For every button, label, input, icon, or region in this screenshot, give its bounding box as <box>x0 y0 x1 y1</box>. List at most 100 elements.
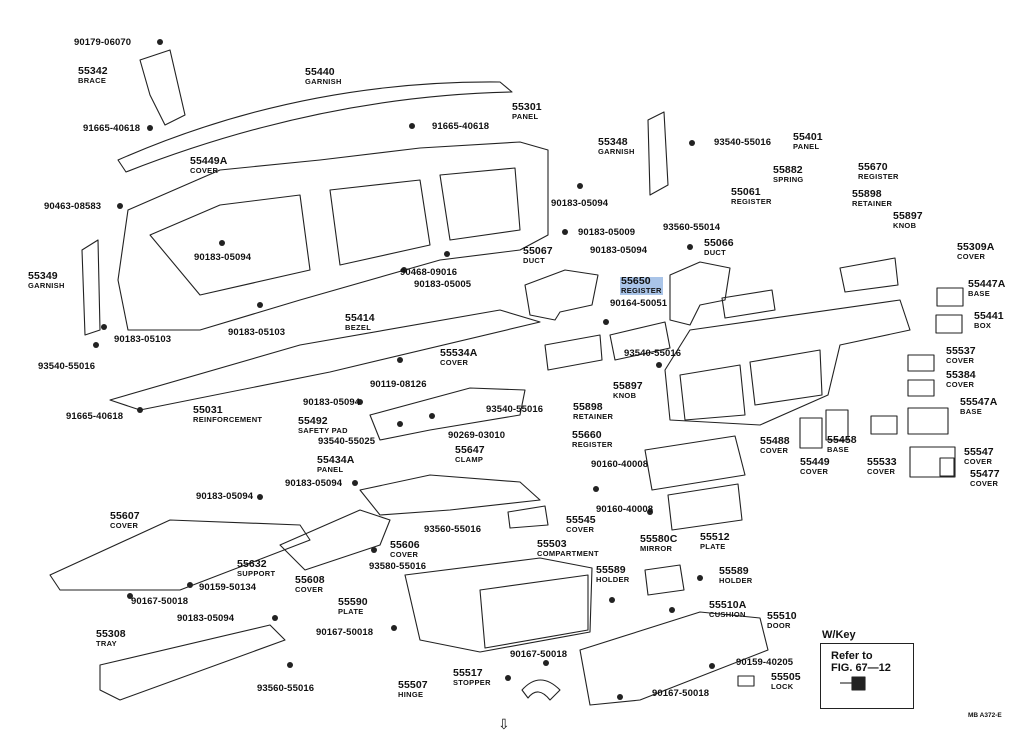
part-name: KNOB <box>613 391 637 400</box>
part-label-93560-55016: 93560-55016 <box>424 525 481 535</box>
part-number: 90468-09016 <box>400 267 458 278</box>
part-label-91665-40618: 91665-40618 <box>83 124 140 134</box>
register-55670-shape <box>839 257 899 293</box>
part-label-93540-55025: 93540-55025 <box>318 436 376 447</box>
part-label-90183-05103: 90183-05103 <box>228 327 286 338</box>
part-name: COVER <box>566 525 595 534</box>
part-label-90183-05094: 90183-05094 <box>194 253 251 263</box>
part-number: 90269-03010 <box>448 430 506 441</box>
part-number: 55477 <box>970 468 1000 480</box>
part-number: 55533 <box>867 456 897 468</box>
part-number: 93560-55016 <box>257 683 315 694</box>
part-number: 90183-05103 <box>228 327 286 338</box>
part-label-90160-40008: 90160-40008 <box>596 505 653 515</box>
part-name: BEZEL <box>345 323 372 332</box>
part-label-93540-55016: 93540-55016 <box>38 362 95 372</box>
part-number: 55589 <box>596 564 626 576</box>
part-number: 55897 <box>613 380 643 392</box>
part-name: COVER <box>760 446 789 455</box>
part-number: 55882 <box>773 164 803 176</box>
next-arrow-icon[interactable]: ⇩ <box>498 716 510 732</box>
brace-55342-shape <box>139 49 186 126</box>
figure-code: MB A372-E <box>968 712 1002 719</box>
part-number: 55898 <box>852 188 882 200</box>
part-number: 90159-40205 <box>736 657 794 668</box>
part-name: MIRROR <box>640 544 673 553</box>
part-number: 90183-05094 <box>551 198 609 209</box>
part-number: 90183-05094 <box>285 478 343 489</box>
safety-pad-55492-shape <box>369 387 526 441</box>
part-label-93540-55016: 93540-55016 <box>624 348 682 359</box>
part-number: 55897 <box>893 210 923 222</box>
part-name: RETAINER <box>852 199 893 208</box>
part-name: CLAMP <box>455 455 484 464</box>
part-number: 93560-55014 <box>663 222 721 233</box>
part-number: 55384 <box>946 369 976 381</box>
reference-line-2: FIG. 67—12 <box>831 662 891 674</box>
part-number: 55414 <box>345 312 375 324</box>
reference-line-1: Refer to <box>831 650 873 662</box>
part-name: HOLDER <box>596 575 630 584</box>
part-number: 55503 <box>537 538 567 550</box>
part-number: 91665-40618 <box>66 411 124 422</box>
part-label-90269-03010: 90269-03010 <box>448 430 506 441</box>
part-name: PANEL <box>512 112 539 121</box>
part-number: 93540-55016 <box>624 348 682 359</box>
part-name: COVER <box>110 521 139 530</box>
part-number: 93540-55025 <box>318 436 376 447</box>
part-label-93540-55016: 93540-55016 <box>714 138 771 148</box>
part-name: COVER <box>867 467 896 476</box>
part-number: 55401 <box>793 131 823 143</box>
part-label-91665-40618: 91665-40618 <box>432 122 489 132</box>
cover-55607-shape <box>49 519 311 591</box>
part-number: 55606 <box>390 539 420 551</box>
part-name: COVER <box>440 358 469 367</box>
hinge-55507-shape <box>521 679 561 701</box>
part-name: COVER <box>946 356 975 365</box>
part-name: REGISTER <box>731 197 772 206</box>
part-number: 55441 <box>974 310 1004 322</box>
part-number: 55580C <box>640 533 678 545</box>
part-number: 90183-05103 <box>114 334 172 345</box>
part-name: BRACE <box>78 76 107 85</box>
plate-55512-shape <box>667 483 743 531</box>
part-number: 55348 <box>598 136 628 148</box>
part-name: COVER <box>964 457 993 466</box>
part-label-90119-08126: 90119-08126 <box>370 380 427 390</box>
part-name: COVER <box>390 550 419 559</box>
part-number: 55458 <box>827 434 857 446</box>
part-name: SPRING <box>773 175 804 184</box>
part-number: 90463-08583 <box>44 201 102 212</box>
panel-55401-shape <box>664 299 911 426</box>
part-number: 55534A <box>440 347 478 359</box>
part-name: HOLDER <box>719 576 753 585</box>
cover-55608-shape <box>279 509 391 571</box>
part-number: 93580-55016 <box>369 561 427 572</box>
part-number: 55898 <box>573 401 603 413</box>
mirror-55580c-shape <box>644 564 685 596</box>
part-number: 55537 <box>946 345 976 357</box>
tray-55308-shape <box>99 624 286 701</box>
part-number: 90183-05009 <box>578 227 636 238</box>
part-number: 55608 <box>295 574 325 586</box>
part-name: REGISTER <box>572 440 613 449</box>
